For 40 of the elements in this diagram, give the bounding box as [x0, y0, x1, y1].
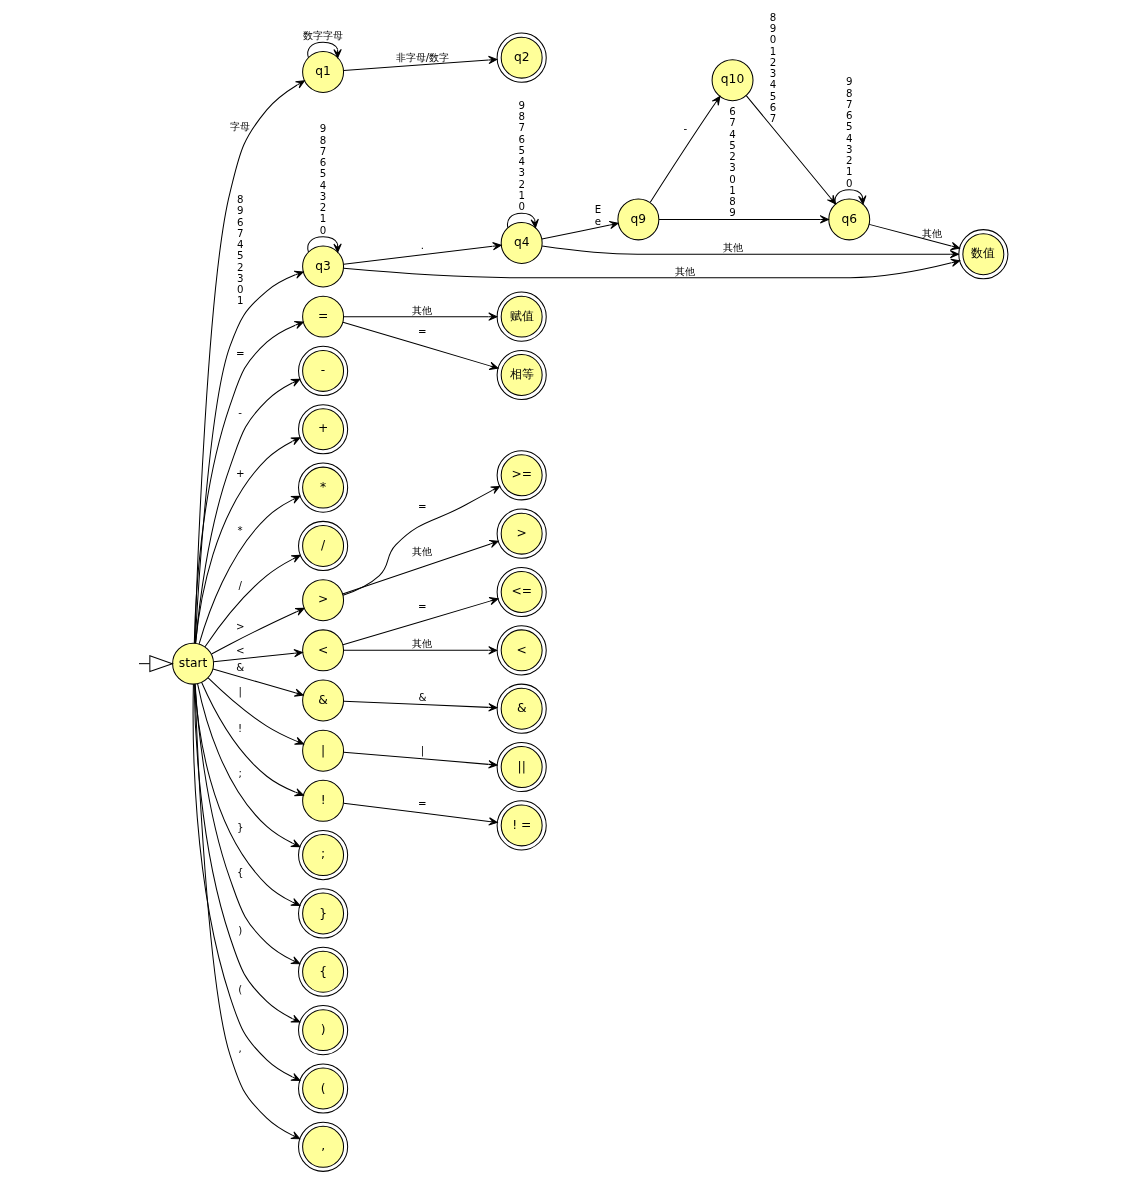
edge-label: =	[417, 326, 427, 338]
edge-label: 6 7 4 5 2 3 0 1 8 9	[728, 105, 736, 219]
edge-label: 9 8 7 6 5 4 3 2 1 0	[845, 76, 852, 189]
edge-label: =	[235, 347, 244, 359]
edge-label: -	[237, 406, 242, 418]
edge-label: =	[417, 797, 427, 809]
edge-label: ;	[237, 768, 242, 780]
edge-label: E e	[594, 204, 601, 227]
edge-label: )	[237, 924, 242, 936]
edge-label: 其他	[722, 242, 743, 254]
edge-label: }	[236, 821, 243, 833]
edge-label: 其他	[411, 304, 432, 316]
edge-label: |	[237, 686, 242, 698]
edge-label: 非字母/数字	[395, 51, 449, 63]
edge-label: 其他	[411, 638, 432, 650]
edge-label: 其他	[674, 265, 695, 277]
edge-label: 数字字母	[302, 30, 343, 42]
edge-label: 其他	[921, 227, 942, 239]
edge-label: &	[417, 691, 426, 703]
edge-label: 8 9 0 1 2 3 4 5 6 7	[769, 11, 776, 125]
edge-label: 9 8 7 6 5 4 3 2 1 0	[319, 123, 326, 236]
edge-label: >	[235, 620, 244, 632]
edge-label: 字母	[229, 121, 250, 133]
edge-label: +	[235, 468, 244, 480]
edge-label: !	[237, 723, 242, 735]
edge-label: /	[237, 579, 242, 591]
edge-label: ,	[238, 1042, 242, 1054]
edge-label: =	[417, 501, 427, 513]
edge-label: (	[237, 984, 242, 996]
edge-label: 其他	[411, 546, 432, 558]
edge-label: <	[235, 645, 244, 657]
edge-label: -	[683, 123, 687, 135]
edge-label: =	[417, 601, 427, 613]
edge-label: &	[235, 661, 244, 673]
edge-label: {	[236, 866, 243, 878]
edge-label: *	[237, 524, 243, 536]
edge-label: |	[420, 744, 424, 756]
edge-label: .	[420, 240, 424, 252]
edge-label: 9 8 7 6 5 4 3 2 1 0	[517, 99, 525, 213]
edge-label: 8 9 6 7 4 5 2 3 0 1	[236, 194, 243, 307]
